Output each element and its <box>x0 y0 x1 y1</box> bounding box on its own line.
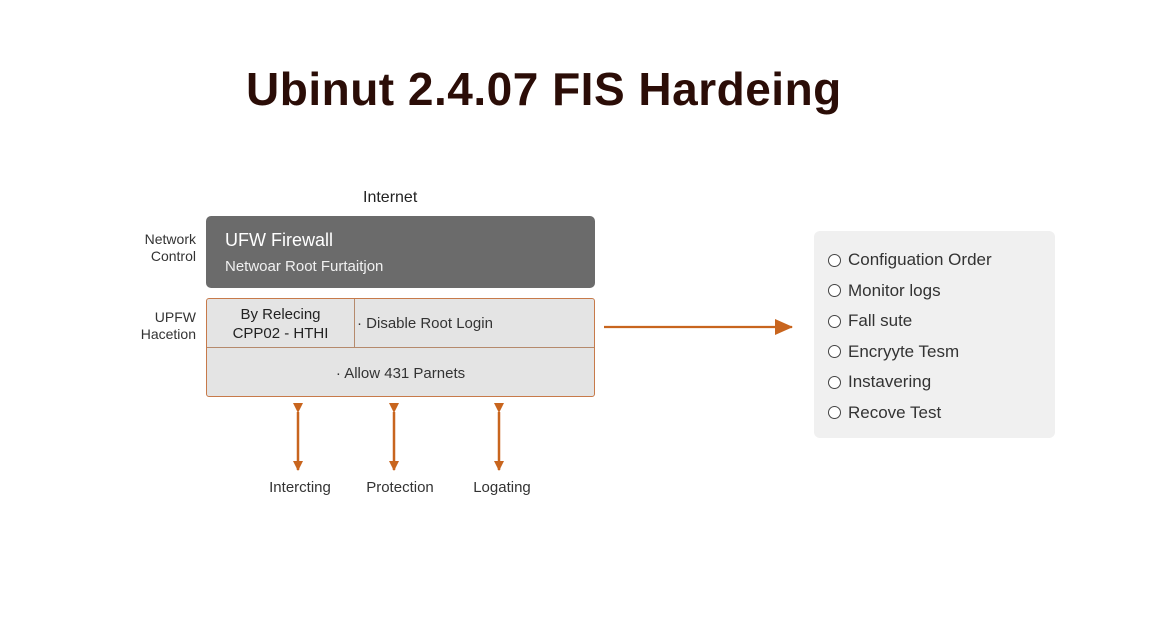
rules-left-cell-line2: CPP02 - HTHI <box>232 325 329 342</box>
network-control-label: Network Control <box>145 231 196 265</box>
protection-label: Protection <box>366 479 434 496</box>
radio-icon[interactable] <box>828 314 841 328</box>
internet-label: Internet <box>363 189 418 206</box>
radio-icon[interactable] <box>828 284 841 298</box>
checklist-item-label: Fall sute <box>848 311 913 331</box>
page-title: Ubinut 2.4.07 FIS Hardeing <box>246 63 842 115</box>
checklist-item-label: Recove Test <box>848 402 942 422</box>
disable-root-login-rule: · Disable Root Login <box>357 315 493 332</box>
ufw-firewall-title: UFW Firewall <box>225 230 333 250</box>
upfw-label-line2: Hacetion <box>140 326 196 342</box>
checklist-items: Configuation Order Monitor logs Fall sut… <box>814 231 1055 428</box>
checklist-item[interactable]: Encryyte Tesm <box>828 337 1055 368</box>
radio-icon[interactable] <box>828 253 841 267</box>
checklist-item-label: Instavering <box>848 372 932 392</box>
allow-ports-rule: · Allow 431 Parnets <box>335 365 466 382</box>
checklist-item[interactable]: Monitor logs <box>828 276 1055 307</box>
rules-top-row: By Relecing CPP02 - HTHI · Disable Root … <box>207 299 594 348</box>
radio-icon[interactable] <box>828 406 841 420</box>
checklist-item-label: Configuation Order <box>848 250 992 270</box>
rules-box: By Relecing CPP02 - HTHI · Disable Root … <box>206 298 595 397</box>
logating-label: Logating <box>473 479 531 496</box>
checklist-item-label: Encryyte Tesm <box>848 341 960 361</box>
checklist-panel: Configuation Order Monitor logs Fall sut… <box>814 231 1055 438</box>
upfw-label-line1: UPFW <box>154 309 196 325</box>
rules-left-cell: By Relecing CPP02 - HTHI <box>207 299 355 347</box>
network-control-label-line1: Network <box>144 231 196 247</box>
radio-icon[interactable] <box>828 345 841 359</box>
checklist-item[interactable]: Fall sute <box>828 306 1055 337</box>
intercting-label: Intercting <box>269 479 331 496</box>
ufw-firewall-subtitle: Netwoar Root Furtaitjon <box>225 258 384 275</box>
checklist-item[interactable]: Instavering <box>828 367 1055 398</box>
ufw-firewall-box: UFW Firewall Netwoar Root Furtaitjon <box>206 216 595 288</box>
network-control-label-line2: Control <box>150 248 196 264</box>
rules-left-cell-line1: By Relecing <box>240 306 321 323</box>
checklist-item[interactable]: Recove Test <box>828 398 1055 429</box>
checklist-item[interactable]: Configuation Order <box>828 245 1055 276</box>
upfw-label: UPFW Hacetion <box>141 309 196 343</box>
radio-icon[interactable] <box>828 375 841 389</box>
checklist-item-label: Monitor logs <box>848 280 941 300</box>
